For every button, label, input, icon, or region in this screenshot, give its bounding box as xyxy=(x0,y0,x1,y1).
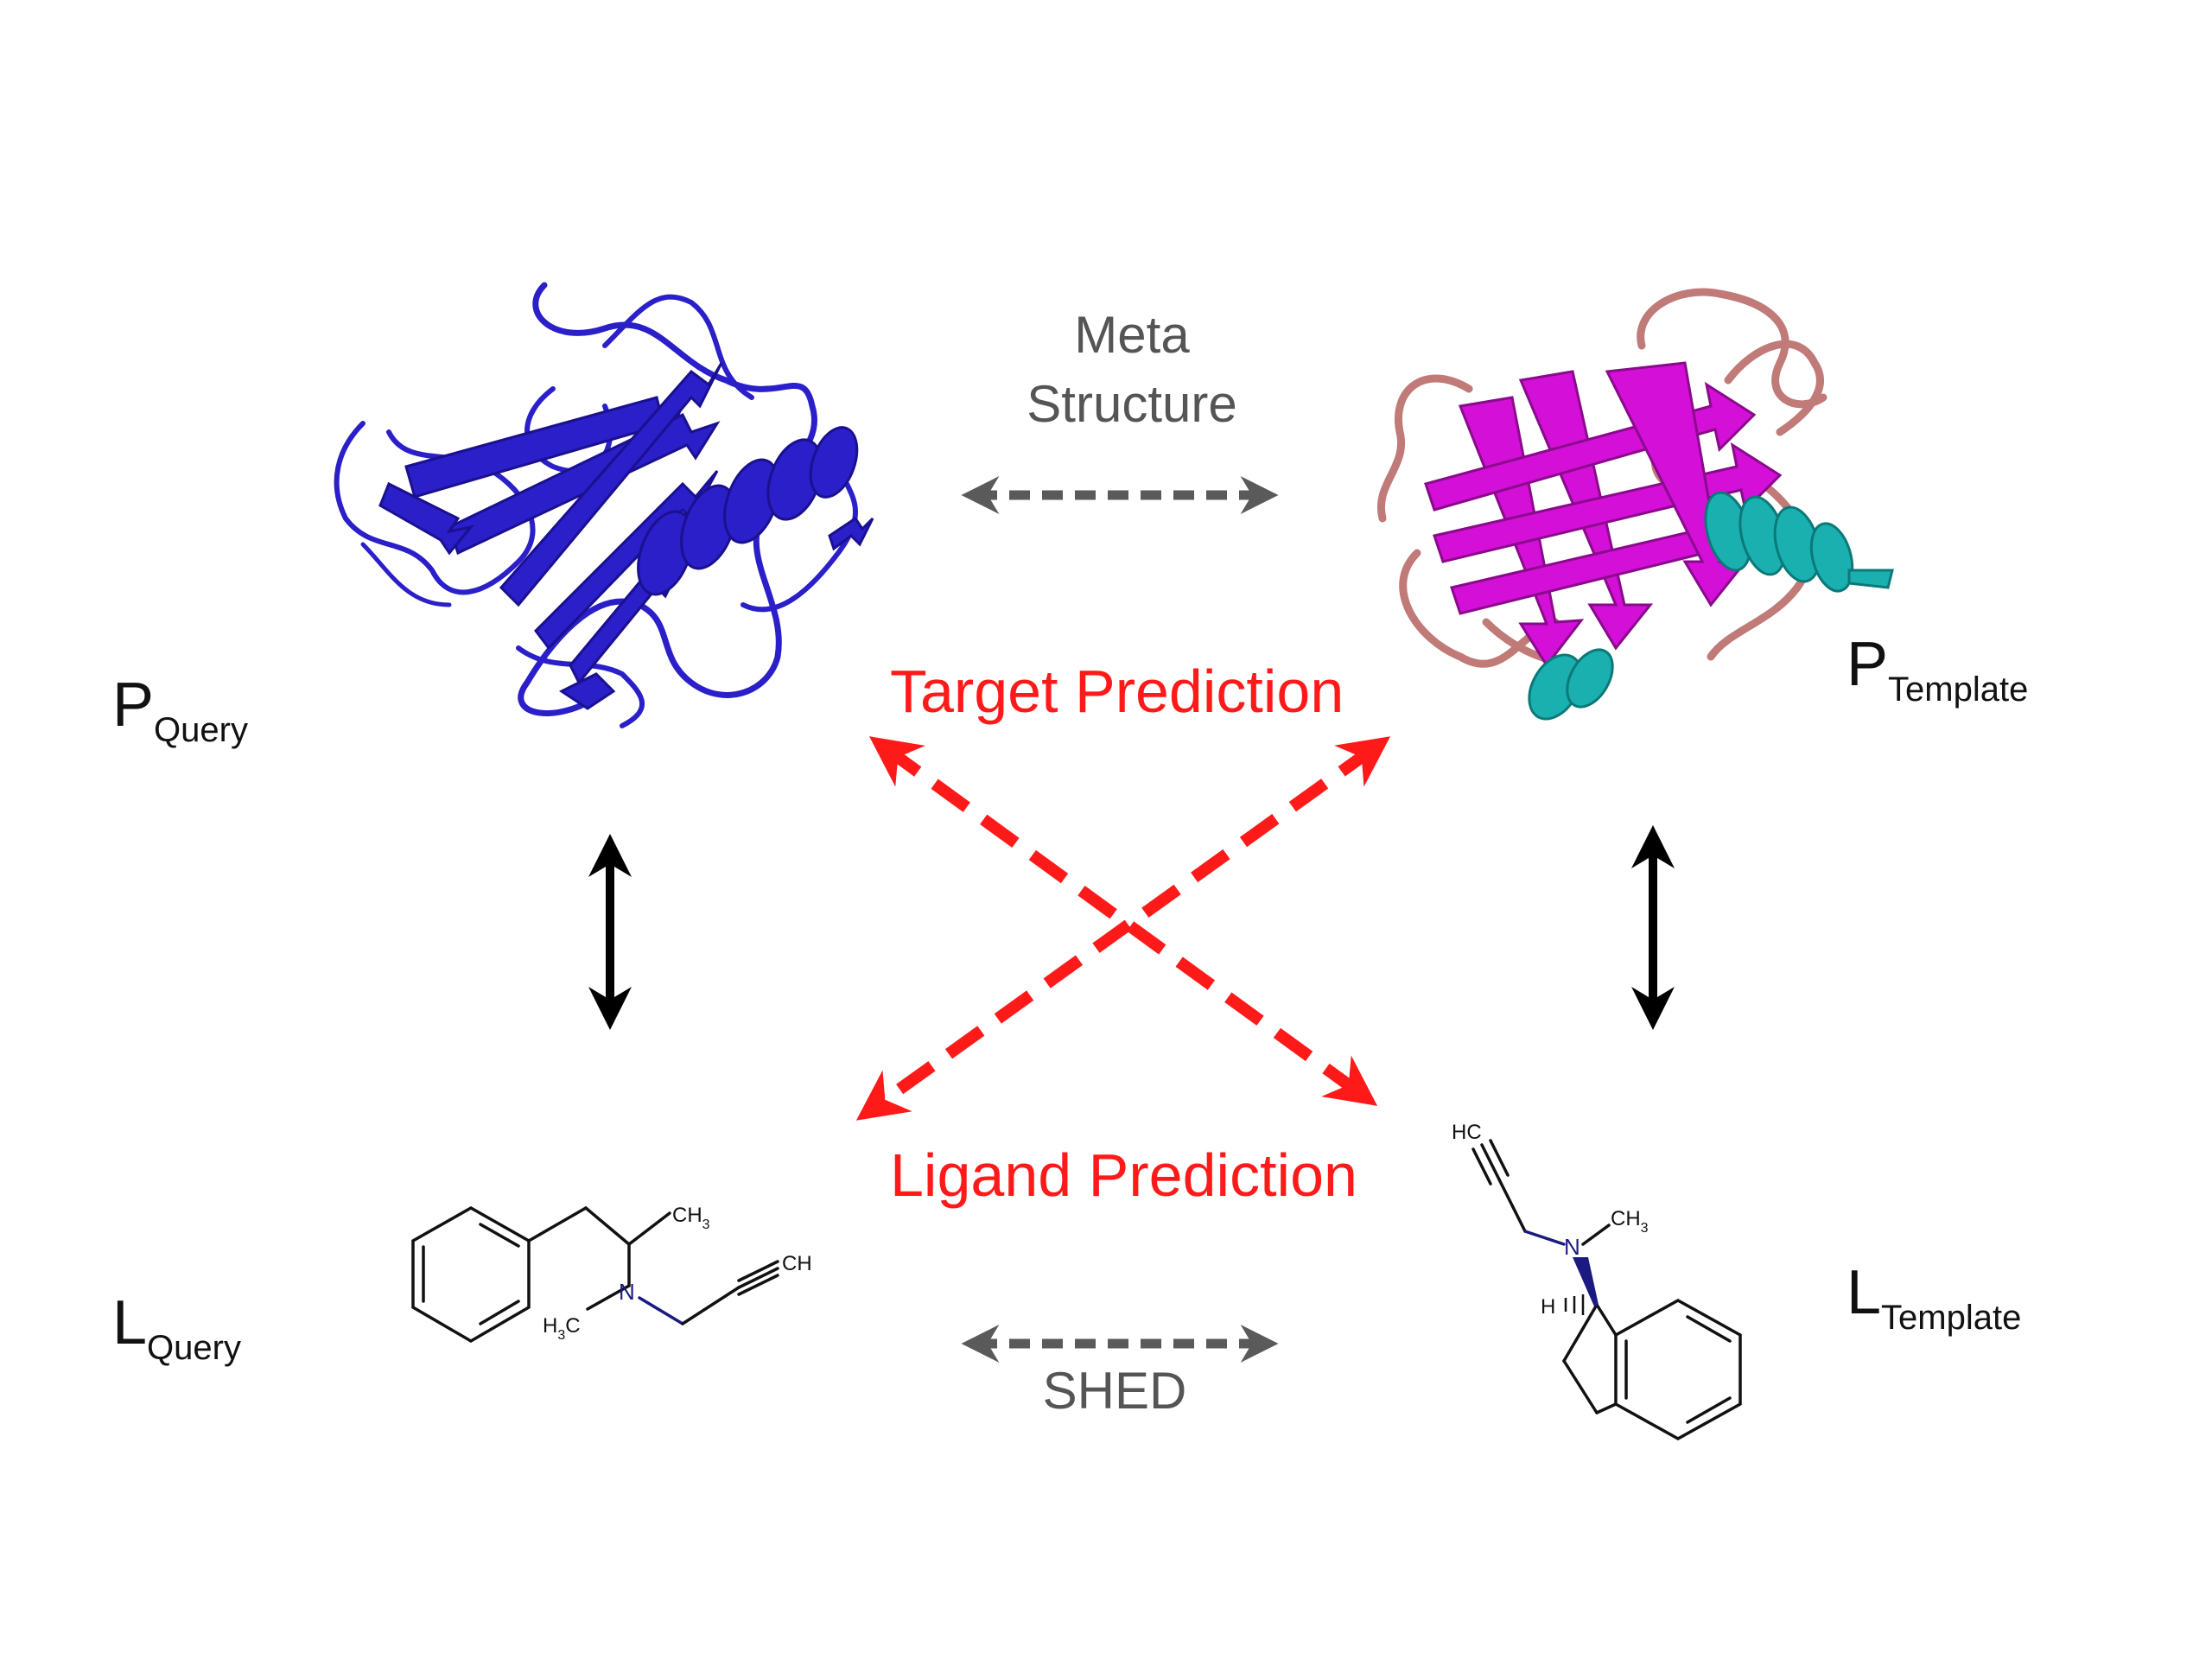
query-ligand-structure xyxy=(411,1205,779,1344)
template-ligand-wedge-bond xyxy=(1573,1257,1599,1306)
query-n-label: N xyxy=(619,1279,635,1305)
ligand-prediction-label: Ligand Prediction xyxy=(890,1141,1357,1209)
meta-structure-label: Meta Structure xyxy=(985,301,1279,439)
meta-structure-line2: Structure xyxy=(1027,375,1237,433)
template-h-label: H xyxy=(1541,1295,1555,1319)
red-arrow-protein-to-ligand xyxy=(855,736,1391,1121)
shed-label: SHED xyxy=(1042,1362,1187,1420)
query-h3c-label: H3C xyxy=(543,1314,581,1343)
template-protein-helix xyxy=(1528,491,1894,721)
template-hc-label: HC xyxy=(1452,1121,1482,1144)
query-ch3-label: CH3 xyxy=(672,1204,710,1232)
target-prediction-label: Target Prediction xyxy=(890,658,1344,725)
query-protein-sheets xyxy=(378,362,874,710)
template-n-label: N xyxy=(1564,1234,1580,1260)
l-query-label: LQuery xyxy=(112,1288,241,1367)
query-protein-helix xyxy=(637,426,859,596)
template-ch3-label: CH3 xyxy=(1611,1207,1649,1236)
template-ligand-structure xyxy=(1471,1139,1742,1441)
template-ligand-hash-bond xyxy=(1564,1294,1585,1315)
meta-structure-line1: Meta xyxy=(1074,306,1190,364)
p-query-label: PQuery xyxy=(112,671,248,749)
template-protein-sheets xyxy=(1424,361,1783,668)
p-template-label: PTemplate xyxy=(1847,630,2029,709)
l-template-label: LTemplate xyxy=(1847,1258,2022,1337)
query-ch-label: CH xyxy=(782,1252,812,1275)
